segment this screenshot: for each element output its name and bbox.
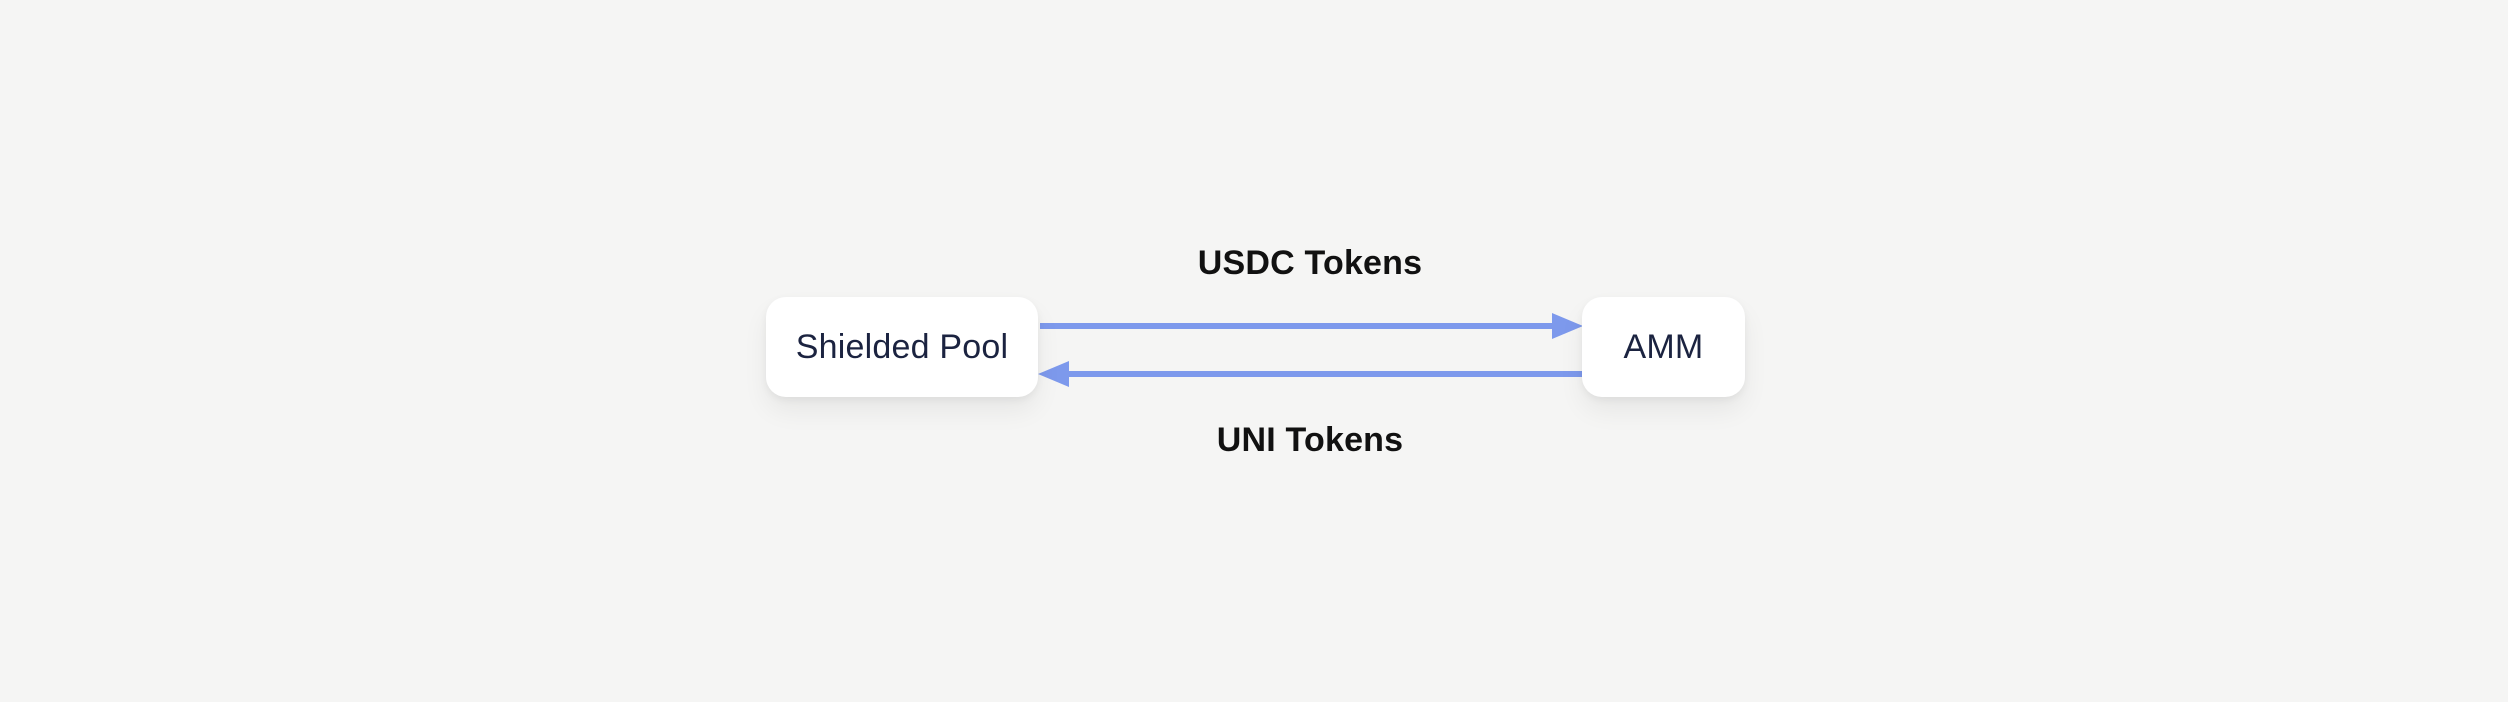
arrow-usdc-head-icon xyxy=(1552,313,1583,339)
edge-label-usdc-tokens: USDC Tokens xyxy=(1197,244,1423,282)
node-shielded-pool: Shielded Pool xyxy=(766,297,1038,397)
node-shielded-pool-label: Shielded Pool xyxy=(795,327,1009,366)
node-amm: AMM xyxy=(1582,297,1745,397)
edge-label-uni-tokens: UNI Tokens xyxy=(1216,421,1404,459)
node-amm-label: AMM xyxy=(1623,327,1704,366)
arrow-uni-head-icon xyxy=(1038,361,1069,387)
